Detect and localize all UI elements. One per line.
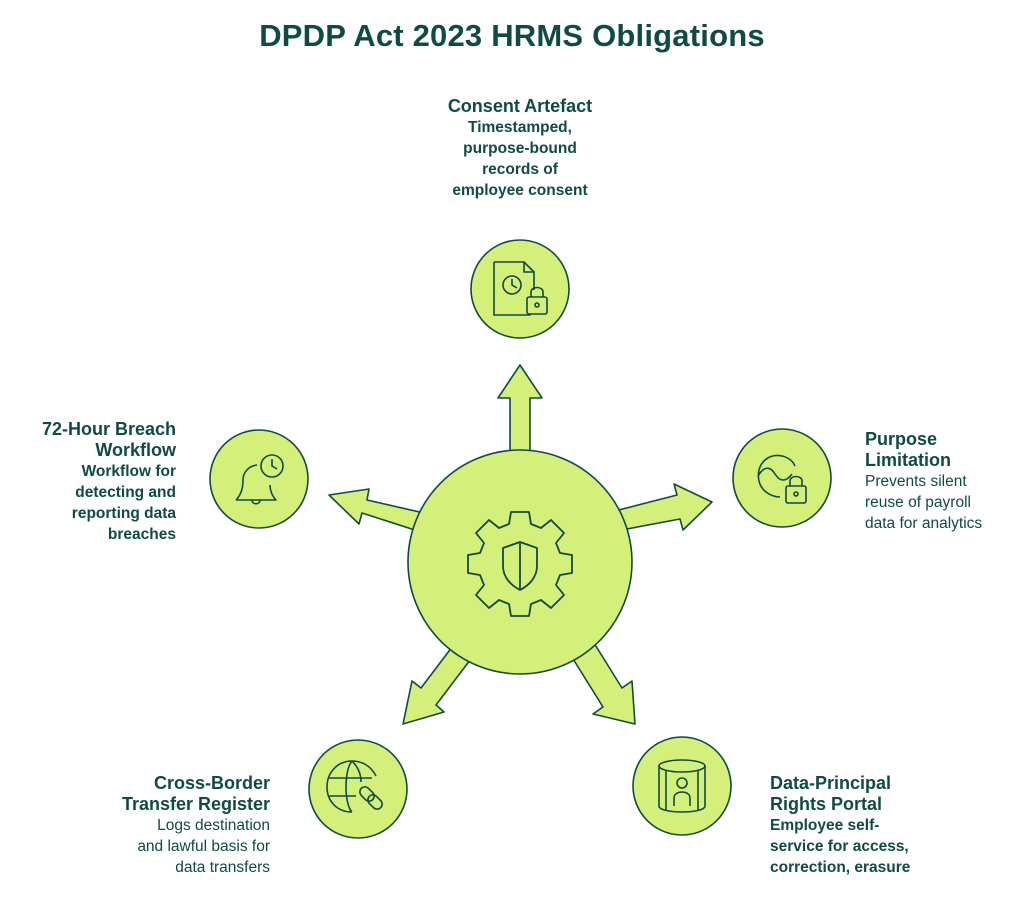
document-clock-lock-icon (493, 261, 548, 316)
desc-transfer-3: data transfers (175, 859, 270, 876)
title-purpose-2: Limitation (865, 450, 951, 470)
diagram-title: DPDP Act 2023 HRMS Obligations (259, 18, 765, 53)
arrow-left (328, 488, 425, 534)
desc-rights-2: service for access, (770, 838, 909, 855)
bell-clock-icon (235, 454, 284, 505)
label-rights: Data-Principal Rights Portal Employee se… (770, 773, 970, 878)
gear-shield-icon (467, 511, 573, 617)
node-circle-breach (209, 429, 309, 529)
title-breach-1: 72-Hour Breach (41, 419, 176, 439)
title-rights-2: Rights Portal (770, 794, 883, 814)
desc-breach-1: Workflow for (81, 463, 176, 480)
title-transfer-2: Transfer Register (121, 794, 270, 814)
infinity-lock-icon (757, 454, 807, 504)
node-circle-purpose (732, 428, 832, 528)
title-consent: Consent Artefact (447, 96, 593, 116)
globe-link-icon (326, 760, 383, 813)
node-circle-rights (632, 736, 732, 836)
title-rights-1: Data-Principal (770, 773, 892, 793)
node-circle-transfer (308, 739, 408, 839)
desc-consent-1: Timestamped, (468, 119, 572, 136)
desc-consent-4: employee consent (452, 182, 588, 199)
desc-rights-1: Employee self- (770, 817, 880, 834)
label-consent: Consent Artefact Timestamped, purpose-bo… (400, 96, 640, 201)
arrow-up (497, 364, 543, 456)
desc-consent-2: purpose-bound (463, 140, 577, 157)
desc-breach-2: detecting and (75, 484, 176, 501)
desc-transfer-1: Logs destination (157, 817, 270, 834)
desc-breach-4: breaches (107, 526, 176, 543)
label-transfer: Cross-Border Transfer Register Logs dest… (60, 773, 270, 878)
label-breach: 72-Hour Breach Workflow Workflow for det… (10, 419, 176, 545)
desc-purpose-1: Prevents silent (865, 473, 967, 490)
title-purpose-1: Purpose (865, 429, 938, 449)
desc-transfer-2: and lawful basis for (137, 838, 270, 855)
person-in-cylinder-icon (658, 759, 706, 813)
desc-consent-3: records of (482, 161, 558, 178)
desc-purpose-3: data for analytics (865, 515, 983, 532)
desc-rights-3: correction, erasure (770, 859, 911, 876)
desc-purpose-2: reuse of payroll (865, 494, 971, 511)
title-breach-2: Workflow (95, 440, 176, 460)
desc-breach-3: reporting data (71, 505, 176, 522)
title-transfer-1: Cross-Border (153, 773, 270, 793)
label-purpose: Purpose Limitation Prevents silent reuse… (865, 429, 1015, 534)
